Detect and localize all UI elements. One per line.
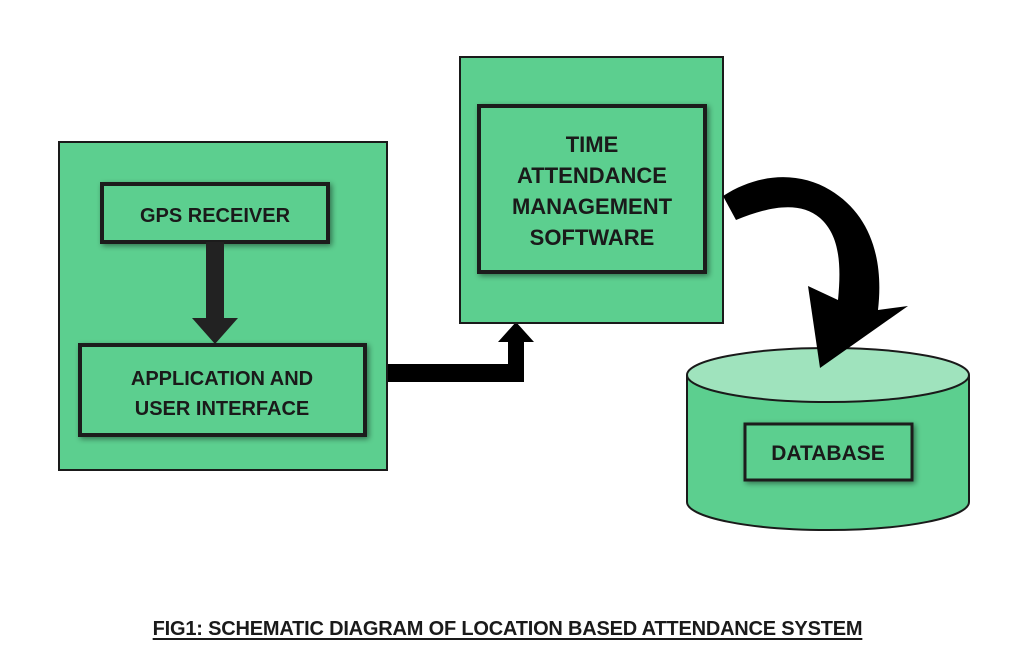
- software-label-line1: TIME: [566, 132, 619, 157]
- software-label-line2: ATTENDANCE: [517, 163, 667, 188]
- application-ui-box: [78, 343, 367, 437]
- database-box: [743, 422, 914, 482]
- figure-caption: FIG1: SCHEMATIC DIAGRAM OF LOCATION BASE…: [152, 618, 863, 640]
- arrow-software-to-database: [723, 177, 908, 368]
- software-label-line3: MANAGEMENT: [512, 194, 673, 219]
- software-box: [477, 104, 707, 274]
- arrow-gps-to-application: [192, 242, 238, 344]
- arrow-device-to-software: [388, 322, 534, 382]
- gps-receiver-label: GPS RECEIVER: [140, 205, 291, 227]
- database-label: DATABASE: [771, 442, 885, 465]
- application-ui-label-line2: USER INTERFACE: [135, 398, 309, 420]
- application-ui-label-line1: APPLICATION AND: [131, 368, 313, 390]
- schematic-diagram: GPS RECEIVER APPLICATION AND USER INTERF…: [58, 56, 970, 531]
- software-label-line4: SOFTWARE: [530, 225, 655, 250]
